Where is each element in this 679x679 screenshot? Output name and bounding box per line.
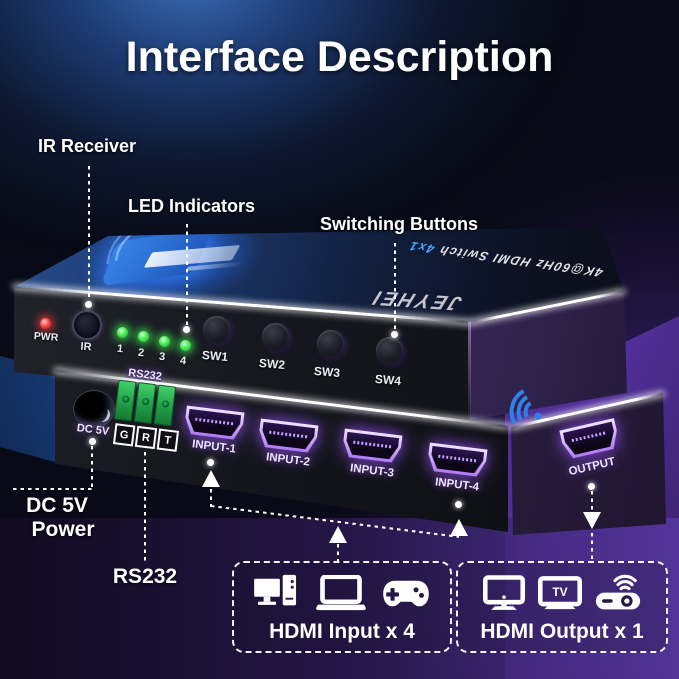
tv-icon: TV: [538, 576, 582, 610]
gamepad-icon: [383, 580, 429, 606]
callout-line: [13, 488, 93, 490]
edge-highlight: [468, 322, 471, 420]
laptop-icon: [316, 574, 366, 610]
model-suffix: 4x1: [406, 238, 437, 256]
switch-button-sw3: [317, 330, 344, 357]
callout-line: [91, 446, 93, 489]
up-arrow: [450, 519, 468, 536]
pin-t: T: [156, 428, 180, 452]
pin-r: R: [134, 425, 158, 450]
brand-text: JEYHEI: [367, 286, 466, 314]
callout-line: [186, 224, 188, 326]
up-arrow: [329, 526, 347, 543]
projector-icon: [595, 574, 641, 610]
down-arrow: [583, 512, 601, 529]
callout-line: [88, 166, 90, 302]
switch-button-sw4: [376, 337, 403, 364]
input-led-3: [159, 336, 170, 347]
ir-label: IR: [80, 340, 92, 354]
input-led-1: [117, 327, 128, 338]
callout-rs232: RS232: [112, 565, 178, 588]
hdmi-input-legend-label: HDMI Input x 4: [269, 620, 415, 643]
callout-ir-receiver: IR Receiver: [38, 136, 137, 156]
callout-line: [337, 544, 339, 561]
model-text: 4K@60Hz HDMI Switch 4x1: [406, 239, 605, 280]
switch-button-sw1: [203, 316, 230, 343]
page-title: Interface Description: [125, 33, 554, 81]
hdmi-input-legend-box: HDMI Input x 4: [232, 561, 452, 653]
led-label-2: 2: [137, 346, 145, 360]
callout-line: [591, 491, 593, 512]
callout-dc-power-line1: DC 5V: [26, 494, 88, 517]
callout-dot: [89, 438, 96, 445]
ir-receiver-window: [72, 310, 102, 340]
callout-dot: [588, 483, 595, 490]
callout-dot: [207, 459, 214, 466]
hdmi-output-legend-box: TV HDMI Output x 1: [456, 561, 668, 653]
callout-led-indicators: LED Indicators: [128, 196, 256, 216]
input-led-2: [138, 331, 149, 342]
pin-g: G: [112, 423, 136, 447]
hdmi-output-legend-label: HDMI Output x 1: [480, 620, 644, 643]
switch-button-sw2: [262, 323, 289, 350]
up-arrow: [202, 470, 220, 487]
callout-line: [210, 489, 212, 507]
tv-icon-text: TV: [552, 585, 567, 599]
model-name: 4K@60Hz HDMI Switch: [436, 242, 606, 280]
callout-dot: [85, 301, 92, 308]
led-label-1: 1: [116, 342, 124, 356]
callout-line: [591, 533, 593, 560]
led-label-3: 3: [158, 350, 166, 364]
callout-line: [144, 452, 146, 562]
callout-switching-buttons: Switching Buttons: [320, 214, 478, 234]
desktop-pc-icon: [254, 574, 297, 606]
callout-line: [394, 243, 396, 331]
input-led-4: [180, 340, 191, 351]
callout-dc-power-line2: Power: [31, 518, 95, 541]
callout-dot: [391, 331, 398, 338]
callout-dot: [183, 326, 190, 333]
power-led: [40, 318, 51, 329]
callout-dot: [455, 501, 462, 508]
monitor-icon: [483, 575, 525, 610]
rs232-terminal-block: [113, 379, 177, 427]
led-label-4: 4: [179, 354, 187, 368]
